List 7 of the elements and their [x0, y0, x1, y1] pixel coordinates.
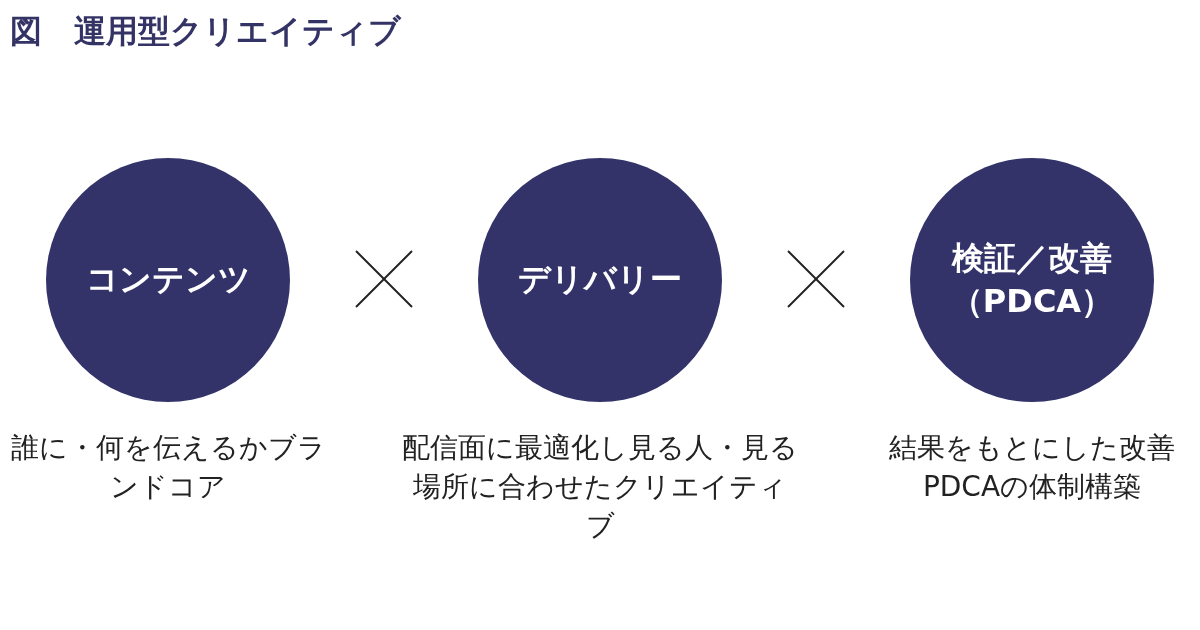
- description-text: 配信面に最適化し見る人・見る場所に合わせたクリエイティブ: [401, 430, 799, 545]
- circle-label: コンテンツ: [85, 259, 251, 301]
- description-text: 誰に・何を伝えるかブランドコア: [9, 430, 327, 506]
- circle-label: 検証／改善（PDCA）: [949, 237, 1115, 322]
- figure-title: 図 運用型クリエイティブ: [10, 11, 401, 52]
- circle-label: デリバリー: [518, 259, 682, 301]
- description-text: 結果をもとにした改善PDCAの体制構築: [888, 430, 1176, 506]
